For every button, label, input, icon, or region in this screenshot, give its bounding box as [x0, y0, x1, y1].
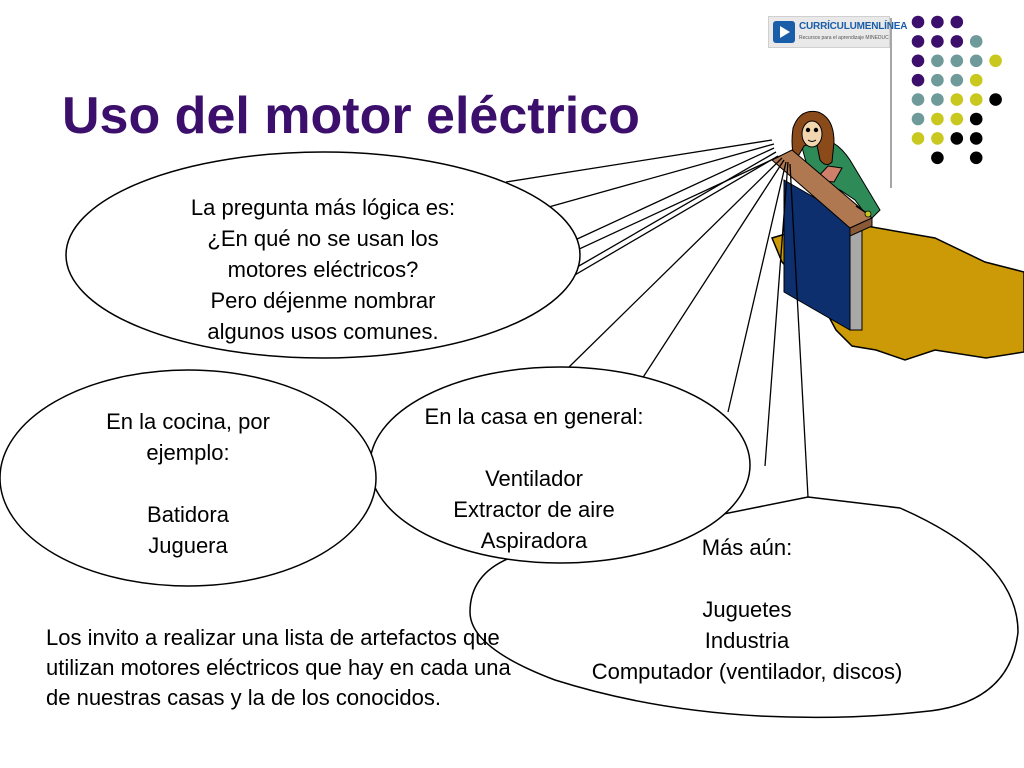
decor-dot	[969, 35, 983, 48]
decor-dot	[911, 73, 925, 87]
decor-dot	[931, 15, 944, 29]
intro-line: motores eléctricos?	[227, 257, 419, 282]
decor-dot	[969, 54, 983, 68]
logo-arrow-icon	[773, 21, 795, 43]
decor-dot	[969, 151, 983, 165]
kitchen-heading: En la cocina, por	[106, 409, 270, 434]
more-item: Computador (ventilador, discos)	[591, 659, 903, 684]
curriculum-logo: CURRÍCULUMENLÍNEA Recursos para el apren…	[768, 16, 907, 48]
more-item: Industria	[704, 628, 790, 653]
decor-dot	[950, 15, 964, 29]
house-item: Aspiradora	[480, 528, 588, 553]
decor-dot	[969, 93, 983, 106]
bubble-kitchen	[0, 369, 377, 587]
kitchen-item: Batidora	[147, 502, 229, 527]
intro-line: La pregunta más lógica es:	[190, 195, 456, 220]
decor-dot	[950, 54, 964, 68]
decor-dot	[911, 93, 925, 106]
decor-dot	[950, 132, 964, 145]
more-heading: Más aún:	[701, 535, 793, 560]
house-item: Extractor de aire	[453, 497, 615, 522]
decor-dot	[911, 132, 925, 145]
decor-dot	[989, 54, 1002, 68]
house-item: Ventilador	[485, 466, 583, 491]
decor-dot	[911, 112, 925, 126]
intro-line: Pero déjenme nombrar	[210, 288, 436, 313]
kitchen-item: Juguera	[148, 533, 228, 558]
logo-brand: CURRÍCULUMENLÍNEA	[799, 21, 908, 32]
decor-dot	[969, 132, 983, 145]
bubble-house-text: En la casa en general: Ventilador Extrac…	[384, 401, 684, 556]
decor-dot	[931, 151, 944, 165]
decor-dot	[950, 112, 964, 126]
bubble-kitchen-text: En la cocina, por ejemplo: Batidora Jugu…	[38, 406, 338, 561]
kitchen-heading: ejemplo:	[146, 440, 230, 465]
decor-dot	[989, 93, 1002, 106]
decor-dot	[931, 35, 944, 48]
slide-title: Uso del motor eléctrico	[62, 87, 640, 145]
intro-line: algunos usos comunes.	[207, 319, 439, 344]
decor-dot	[950, 73, 964, 87]
decor-dot	[950, 35, 964, 48]
decor-dot	[969, 73, 983, 87]
decor-dot	[931, 93, 944, 106]
bubble-more-text: Más aún: Juguetes Industria Computador (…	[547, 532, 947, 687]
logo-tagline: Recursos para el aprendizaje MINEDUC	[799, 35, 889, 41]
decor-dot	[931, 73, 944, 87]
more-item: Juguetes	[702, 597, 792, 622]
dot-grid-decoration	[890, 15, 1002, 188]
speaker-figure-illustration	[771, 110, 881, 331]
bubble-intro	[65, 151, 581, 359]
intro-line: ¿En qué no se usan los	[207, 226, 439, 251]
footer-invitation: Los invito a realizar una lista de artef…	[46, 625, 511, 710]
house-heading: En la casa en general:	[424, 404, 644, 429]
bubble-intro-text: La pregunta más lógica es: ¿En qué no se…	[123, 192, 523, 347]
decor-dot	[950, 93, 964, 106]
decor-dot	[911, 15, 925, 29]
decor-dot	[911, 54, 925, 68]
decor-dot	[931, 112, 944, 126]
decor-dot	[969, 112, 983, 126]
decor-dot	[931, 132, 944, 145]
decor-dot	[931, 54, 944, 68]
decor-dot	[911, 35, 925, 48]
